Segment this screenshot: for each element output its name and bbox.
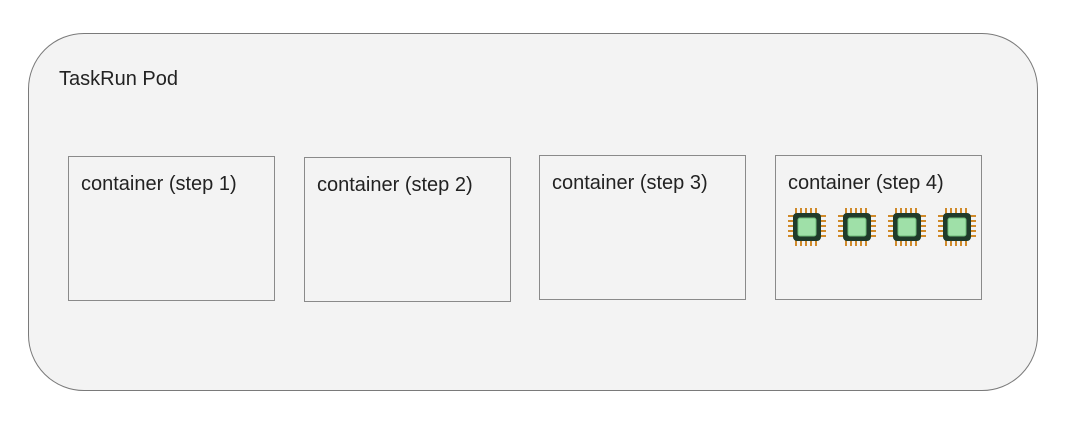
container-step-3: container (step 3) (539, 155, 746, 300)
container-step-4: container (step 4) (775, 155, 982, 300)
cpu-chip-icon (838, 208, 876, 246)
container-step-1: container (step 1) (68, 156, 275, 301)
container-label: container (step 3) (552, 172, 708, 194)
cpu-chip-group (786, 206, 978, 248)
pod-title: TaskRun Pod (59, 68, 178, 90)
container-label: container (step 1) (81, 173, 237, 195)
cpu-chip-icon (888, 208, 926, 246)
container-label: container (step 2) (317, 174, 473, 196)
cpu-chip-icon (938, 208, 976, 246)
cpu-chip-icon (788, 208, 826, 246)
container-label: container (step 4) (788, 172, 944, 194)
container-step-2: container (step 2) (304, 157, 511, 302)
